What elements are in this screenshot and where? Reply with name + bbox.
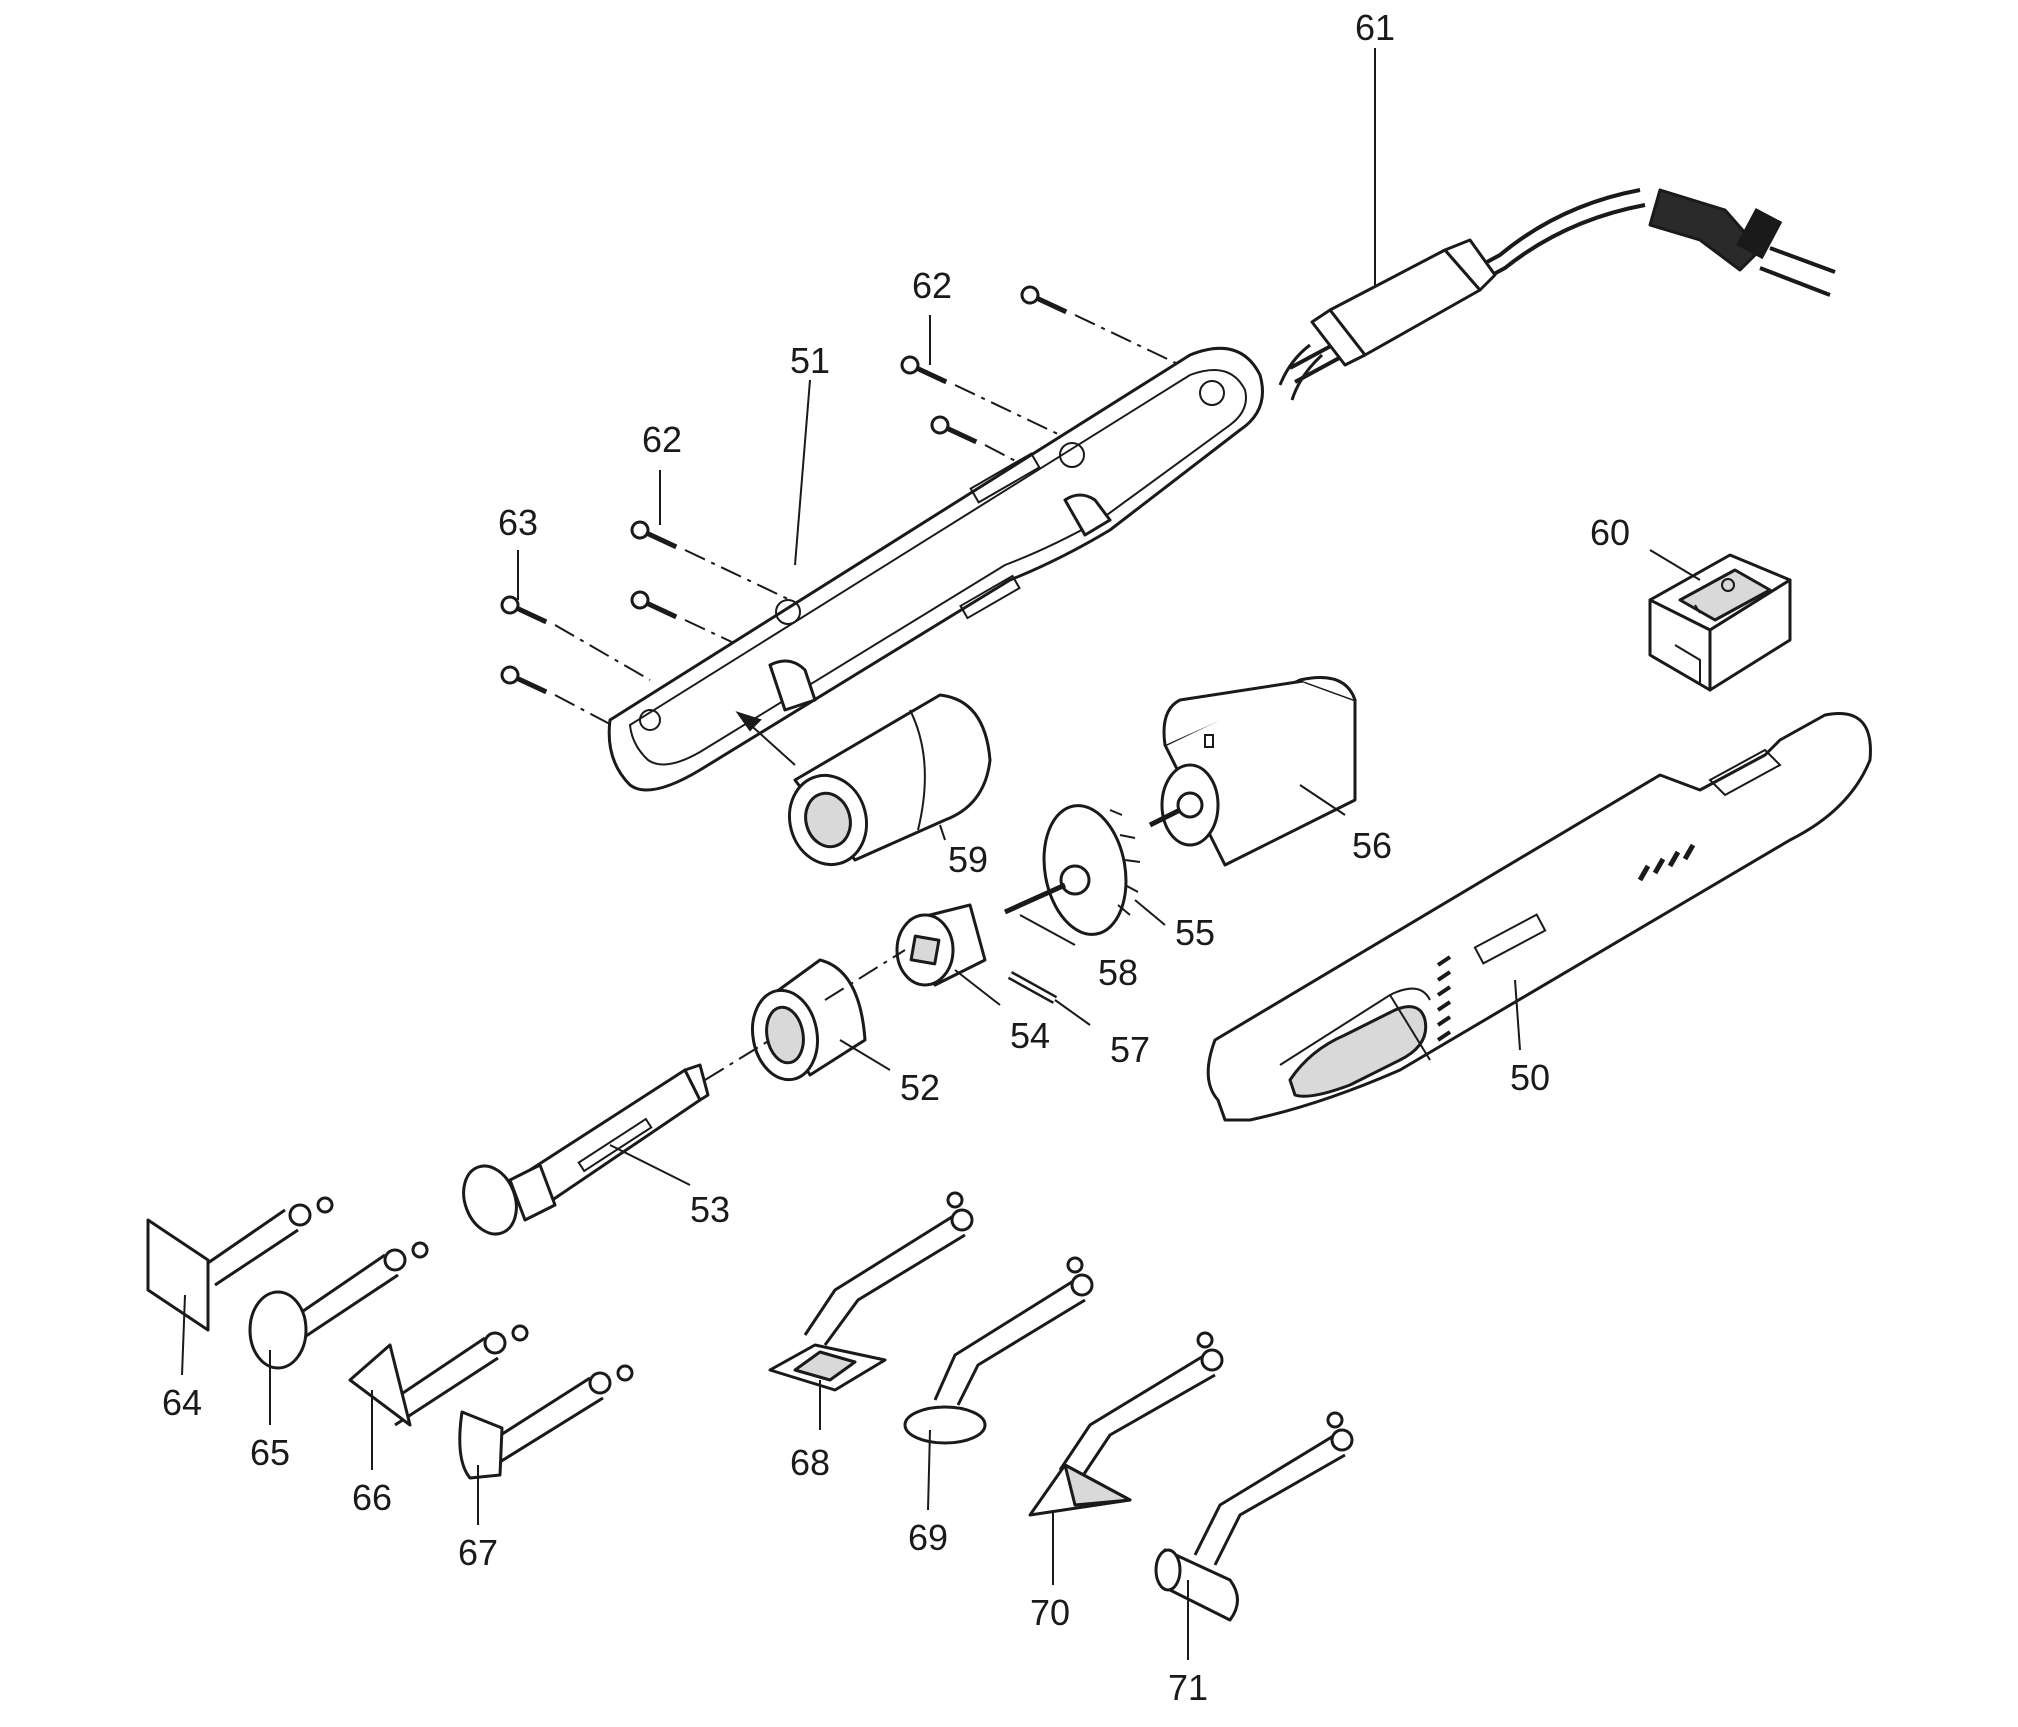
fan-part-55 [1003, 804, 1141, 936]
nose-cone-part-59 [735, 693, 992, 867]
callout-50: 50 [1510, 1057, 1550, 1098]
callout-58: 58 [1098, 952, 1138, 993]
coupler-part-54 [895, 903, 987, 987]
callout-56: 56 [1352, 825, 1392, 866]
sleeve-part-52 [751, 949, 906, 1082]
callout-54: 54 [1010, 1015, 1050, 1056]
callout-53: 53 [690, 1189, 730, 1230]
housing-shell-part-50 [1206, 712, 1872, 1122]
callout-65: 65 [250, 1432, 290, 1473]
motor-part-56 [1148, 676, 1357, 867]
callout-51: 51 [790, 340, 830, 381]
callout-57: 57 [1110, 1029, 1150, 1070]
pin-part-57 [1007, 971, 1058, 1004]
tips-part-64-67 [146, 1196, 634, 1480]
callout-62-upper: 62 [912, 265, 952, 306]
leader-lines [181, 48, 1701, 1660]
screws-part-62-63 [500, 285, 1181, 741]
callout-63: 63 [498, 502, 538, 543]
callout-60: 60 [1590, 512, 1630, 553]
callout-71: 71 [1168, 1667, 1208, 1708]
callout-61: 61 [1355, 7, 1395, 48]
callout-68: 68 [790, 1442, 830, 1483]
callout-numbers: 50 51 52 53 54 55 56 57 58 59 60 61 62 6… [162, 7, 1630, 1708]
rocker-switch-part-60 [1648, 553, 1792, 692]
callout-69: 69 [908, 1517, 948, 1558]
callout-64: 64 [162, 1382, 202, 1423]
power-cord-part-61 [1278, 188, 1836, 401]
shaft-part-53 [462, 1039, 771, 1236]
callout-59: 59 [948, 839, 988, 880]
callout-70: 70 [1030, 1592, 1070, 1633]
housing-half-part-51 [607, 346, 1264, 792]
tips-part-68-71 [768, 1191, 1354, 1622]
callout-52: 52 [900, 1067, 940, 1108]
callout-55: 55 [1175, 912, 1215, 953]
callout-66: 66 [352, 1477, 392, 1518]
callout-67: 67 [458, 1532, 498, 1573]
callout-62-lower: 62 [642, 419, 682, 460]
